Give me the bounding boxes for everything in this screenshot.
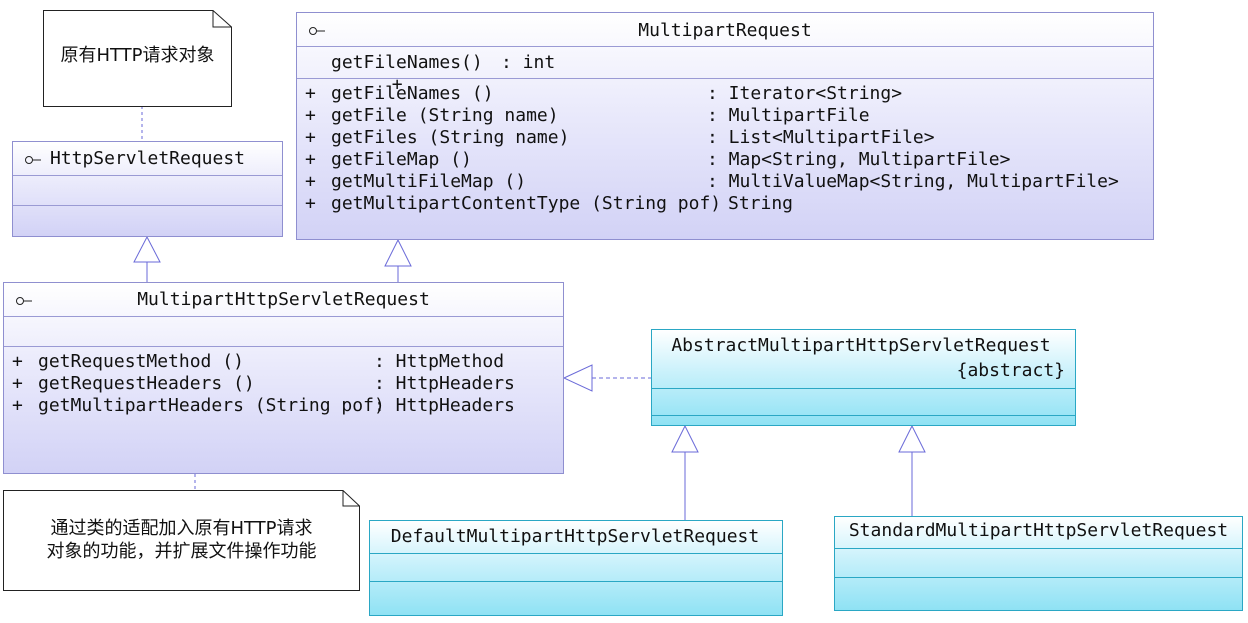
name-compartment: HttpServletRequest: [13, 142, 282, 175]
name-compartment: StandardMultipartHttpServletRequest: [835, 517, 1242, 548]
attribute-compartment: [4, 316, 563, 346]
operation-vis: +: [305, 105, 316, 126]
operation-compartment: [652, 415, 1075, 425]
operation-compartment: [835, 577, 1242, 610]
class-name: MultipartRequest: [638, 20, 812, 41]
note-original-http-request: 原有HTTP请求对象: [43, 10, 232, 107]
operation-name: getMultipartHeaders (String pof): [38, 395, 385, 416]
realization-arrow-icon: [562, 364, 593, 392]
interface-lollipop-icon: [25, 156, 41, 164]
operation-compartment: + getRequestMethod () : HttpMethod + get…: [4, 346, 563, 473]
operation-name: getRequestHeaders (): [38, 373, 255, 394]
operation-vis: +: [305, 193, 316, 214]
name-compartment: MultipartRequest: [297, 13, 1153, 46]
name-compartment: DefaultMultipartHttpServletRequest: [370, 521, 782, 553]
attribute-type: : int: [501, 52, 556, 73]
operation-vis: +: [305, 149, 316, 170]
operation-type: : MultipartFile: [707, 105, 870, 126]
class-name: StandardMultipartHttpServletRequest: [848, 520, 1229, 541]
abstract-stereotype: {abstract}: [956, 360, 1065, 381]
class-name: MultipartHttpServletRequest: [137, 289, 430, 310]
attribute-compartment: [370, 553, 782, 581]
operation-type: : List<MultipartFile>: [707, 127, 935, 148]
note-text: 原有HTTP请求对象: [60, 45, 215, 66]
operation-name: getFile (String name): [331, 105, 559, 126]
note-adapter-description: 通过类的适配加入原有HTTP请求 对象的功能，并扩展文件操作功能: [3, 490, 360, 591]
operation-type: : HttpHeaders: [374, 395, 515, 416]
operation-type: : HttpMethod: [374, 351, 505, 372]
attribute-compartment: [652, 388, 1075, 415]
attribute-name: getFileNames(): [331, 52, 483, 73]
class-abstract-multipart-http-servlet-request[interactable]: AbstractMultipartHttpServletRequest {abs…: [651, 329, 1076, 426]
operation-name: getMultiFileMap (): [331, 171, 527, 192]
note-text-line-2: 对象的功能，并扩展文件操作功能: [46, 541, 317, 562]
operation-type: String: [728, 193, 794, 214]
class-name: DefaultMultipartHttpServletRequest: [390, 526, 760, 547]
operation-compartment: [13, 205, 282, 236]
operation-name: getFileNames (): [331, 83, 494, 104]
operation-vis: +: [12, 395, 23, 416]
operation-name: getFiles (String name): [331, 127, 570, 148]
operation-name: getMultipartContentType (String pof): [331, 193, 722, 214]
attribute-compartment: + getFileNames() : int: [297, 46, 1153, 95]
attribute-compartment: [835, 548, 1242, 577]
operation-type: : Iterator<String>: [707, 83, 903, 104]
interface-lollipop-icon: [16, 297, 32, 305]
class-name: HttpServletRequest: [49, 148, 246, 169]
generalization-arrow-icon: [133, 235, 161, 263]
note-text-line-1: 通过类的适配加入原有HTTP请求: [50, 518, 313, 539]
class-multipart-request[interactable]: MultipartRequest + getFileNames() : int …: [296, 12, 1154, 240]
generalization-arrow-icon: [671, 424, 699, 453]
class-standard-multipart-http-servlet-request[interactable]: StandardMultipartHttpServletRequest: [834, 516, 1243, 611]
operation-name: getFileMap (): [331, 149, 472, 170]
operation-type: : Map<String, MultipartFile>: [707, 149, 1011, 170]
class-default-multipart-http-servlet-request[interactable]: DefaultMultipartHttpServletRequest: [369, 520, 783, 616]
note-shape: [3, 490, 360, 591]
class-http-servlet-request[interactable]: HttpServletRequest: [12, 141, 283, 237]
operation-vis: +: [305, 83, 316, 104]
operation-vis: +: [12, 351, 23, 372]
operation-vis: +: [305, 127, 316, 148]
operation-vis: +: [305, 171, 316, 192]
interface-lollipop-icon: [309, 27, 325, 35]
name-compartment: MultipartHttpServletRequest: [4, 283, 563, 316]
attribute-row: +: [391, 74, 403, 95]
class-multipart-http-servlet-request[interactable]: MultipartHttpServletRequest + getRequest…: [3, 282, 564, 474]
operation-compartment: + getFileNames () : Iterator<String> + g…: [297, 78, 1153, 239]
class-name: AbstractMultipartHttpServletRequest: [671, 335, 1051, 356]
operation-name: getRequestMethod (): [38, 351, 244, 372]
operation-type: : MultiValueMap<String, MultipartFile>: [707, 171, 1119, 192]
name-compartment: AbstractMultipartHttpServletRequest {abs…: [652, 330, 1075, 388]
operation-type: : HttpHeaders: [374, 373, 515, 394]
generalization-arrow-icon: [898, 424, 926, 453]
generalization-arrow-icon: [384, 238, 412, 267]
operation-vis: +: [12, 373, 23, 394]
note-shape: [43, 10, 232, 107]
attribute-compartment: [13, 175, 282, 205]
operation-compartment: [370, 581, 782, 615]
